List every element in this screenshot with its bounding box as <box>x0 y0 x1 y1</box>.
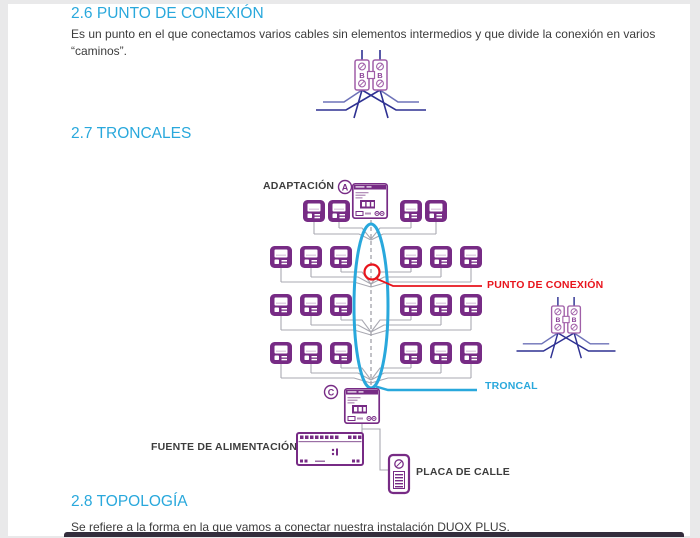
next-section-header-edge <box>64 532 684 537</box>
adapter-module-icon-a <box>351 182 389 220</box>
intercom-terminal-icon <box>270 342 292 364</box>
section-heading-2-8: 2.8 TOPOLOGÍA <box>71 493 188 510</box>
section-body-2-6: Es un punto en el que conectamos varios … <box>71 27 656 58</box>
intercom-terminal-icon <box>430 246 452 268</box>
intercom-terminal-icon <box>300 294 322 316</box>
label-fuente-alimentacion: FUENTE DE ALIMENTACIÓN <box>151 441 298 453</box>
marker-a-letter: A <box>342 183 349 193</box>
intercom-terminal-icon <box>270 246 292 268</box>
intercom-terminal-icon <box>460 294 482 316</box>
power-supply-icon <box>296 432 364 466</box>
intercom-terminal-icon <box>300 246 322 268</box>
b-connector-splice-icon-right <box>515 296 617 359</box>
label-adaptacion: ADAPTACIÓN <box>263 180 335 192</box>
intercom-terminal-icon <box>460 342 482 364</box>
connection-point-circle <box>363 263 381 281</box>
intercom-terminal-icon <box>270 294 292 316</box>
intercom-terminal-icon <box>430 342 452 364</box>
intercom-terminal-icon <box>328 200 350 222</box>
troncal-callout-line <box>373 384 477 392</box>
section-heading-2-6: 2.6 PUNTO DE CONEXIÓN <box>71 5 264 22</box>
intercom-terminal-icon <box>425 200 447 222</box>
terminal-row-4 <box>270 342 482 364</box>
label-troncal: TRONCAL <box>485 380 538 392</box>
intercom-terminal-icon <box>430 294 452 316</box>
intercom-terminal-icon <box>330 294 352 316</box>
marker-c-circle <box>323 384 339 400</box>
intercom-terminal-icon <box>330 246 352 268</box>
terminal-row-3 <box>270 294 482 316</box>
label-placa-de-calle: PLACA DE CALLE <box>416 466 510 478</box>
intercom-terminal-icon <box>460 246 482 268</box>
connection-point-callout-line <box>374 277 482 287</box>
section-heading-2-7: 2.7 TRONCALES <box>71 125 192 142</box>
intercom-terminal-icon <box>400 342 422 364</box>
label-punto-de-conexion: PUNTO DE CONEXIÓN <box>487 279 604 291</box>
b-connector-splice-icon-top <box>315 49 427 119</box>
street-panel-icon <box>387 453 411 495</box>
intercom-terminal-icon <box>330 342 352 364</box>
intercom-terminal-icon <box>400 294 422 316</box>
intercom-terminal-icon <box>300 342 322 364</box>
marker-a-circle <box>337 179 353 195</box>
intercom-terminal-icon <box>400 246 422 268</box>
adapter-module-icon-c <box>343 387 381 425</box>
intercom-terminal-icon <box>303 200 325 222</box>
section-body-2-8: Se refiere a la forma en la que vamos a … <box>71 520 510 534</box>
marker-c-letter: C <box>328 388 335 398</box>
intercom-terminal-icon <box>400 200 422 222</box>
